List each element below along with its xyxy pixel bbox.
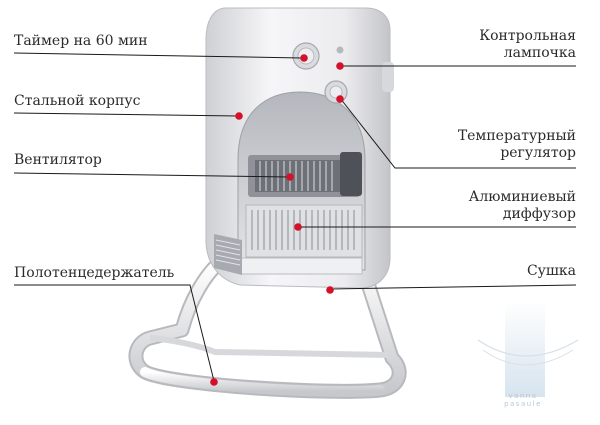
leader-dryer (329, 284, 577, 290)
label-dryer: Сушка (526, 263, 576, 279)
marker-body (235, 112, 243, 120)
marker-towel (210, 378, 218, 386)
marker-fan (286, 173, 294, 181)
label-diffuser-line2: диффузор (502, 206, 576, 222)
label-aluminium-diffuser: Алюминиевый диффузор (469, 189, 576, 223)
label-steel-body: Стальной корпус (14, 93, 141, 109)
label-indicator-lamp-line2: лампочка (503, 45, 576, 61)
leader-timer (13, 52, 303, 59)
watermark-text: vanna pasaule (497, 392, 549, 408)
indicator-lamp-icon (336, 46, 344, 54)
side-grille (214, 234, 242, 275)
marker-lamp (336, 62, 344, 70)
watermark-line2: pasaule (504, 400, 542, 408)
leader-body (13, 112, 239, 117)
label-towel-holder: Полотенцедержатель (14, 265, 175, 281)
markers (210, 54, 344, 386)
marker-dryer (326, 286, 334, 294)
label-indicator-lamp: Контрольная лампочка (479, 28, 576, 62)
label-temperature-regulator: Температурный регулятор (458, 128, 576, 162)
marker-timer (300, 54, 308, 62)
label-temperature-line1: Температурный (457, 128, 576, 144)
label-indicator-lamp-line1: Контрольная (479, 28, 576, 44)
leader-towel (14, 284, 215, 382)
watermark-line1: vanna (508, 392, 538, 400)
fan-unit (248, 152, 362, 197)
label-temperature-line2: регулятор (500, 145, 576, 161)
label-diffuser-line1: Алюминиевый (468, 189, 576, 205)
air-outlet (239, 257, 363, 275)
watermark-logo (477, 302, 579, 397)
label-fan: Вентилятор (14, 152, 102, 168)
diffuser (245, 204, 363, 258)
marker-temp (336, 95, 344, 103)
marker-diffuser (294, 223, 302, 231)
leader-temp (339, 97, 576, 169)
leader-fan (13, 172, 291, 178)
leader-lines (13, 52, 577, 382)
label-timer: Таймер на 60 мин (14, 33, 148, 49)
